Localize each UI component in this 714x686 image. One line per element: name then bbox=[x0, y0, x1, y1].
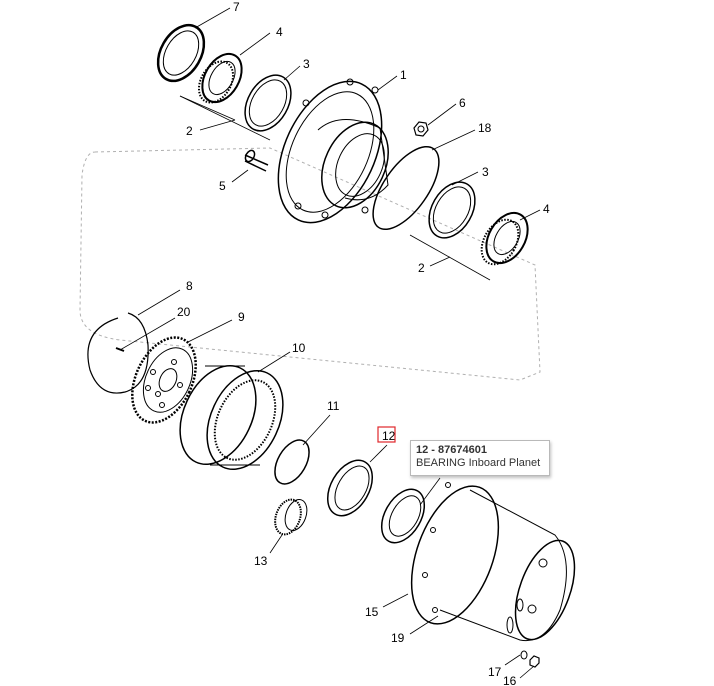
part-3-bearing-cup-lower[interactable] bbox=[420, 174, 485, 246]
part-18-o-ring[interactable] bbox=[360, 136, 451, 240]
callout-13[interactable]: 13 bbox=[254, 554, 268, 568]
callout-8[interactable]: 8 bbox=[186, 279, 193, 293]
callout-5[interactable]: 5 bbox=[219, 179, 226, 193]
callout-19[interactable]: 19 bbox=[391, 631, 405, 645]
callout-2[interactable]: 2 bbox=[186, 124, 193, 138]
part-4-bearing-cone-lower[interactable] bbox=[474, 206, 536, 271]
callout-15[interactable]: 15 bbox=[365, 605, 379, 619]
part-6-nut[interactable] bbox=[413, 121, 429, 137]
part-8-snap-ring[interactable] bbox=[87, 312, 149, 394]
callout-10[interactable]: 10 bbox=[292, 341, 306, 355]
tooltip-part-description: BEARING Inboard Planet bbox=[416, 457, 541, 469]
part-20-pin[interactable] bbox=[115, 347, 125, 352]
callout-3[interactable]: 3 bbox=[303, 57, 310, 71]
callout-labels: 7 4 3 1 2 6 18 3 5 4 2 8 20 9 10 11 12 1… bbox=[177, 0, 550, 686]
callout-11[interactable]: 11 bbox=[327, 399, 340, 413]
part-4-bearing-cone[interactable] bbox=[192, 47, 250, 109]
callout-16[interactable]: 16 bbox=[503, 674, 517, 686]
part-3-bearing-cup[interactable] bbox=[236, 67, 301, 139]
part-16-nut[interactable] bbox=[529, 655, 540, 668]
callout-17[interactable]: 17 bbox=[488, 665, 502, 679]
callout-7[interactable]: 7 bbox=[233, 0, 240, 14]
callout-12-highlight-box bbox=[377, 426, 396, 443]
callout-1[interactable]: 1 bbox=[400, 68, 407, 82]
part-9-gear[interactable] bbox=[120, 327, 209, 432]
part-12-bearing-inboard-planet[interactable] bbox=[319, 453, 382, 524]
part-tooltip: 12 - 87674601 BEARING Inboard Planet bbox=[410, 440, 550, 476]
callout-2-lower[interactable]: 2 bbox=[418, 261, 425, 275]
callout-9[interactable]: 9 bbox=[238, 310, 245, 324]
callout-20[interactable]: 20 bbox=[177, 305, 191, 319]
part-10-ring-gear[interactable] bbox=[165, 354, 298, 482]
part-1-hub[interactable] bbox=[258, 65, 403, 239]
part-15-carrier-housing[interactable] bbox=[395, 474, 587, 647]
part-11-retaining-ring[interactable] bbox=[268, 434, 316, 490]
part-15-washer[interactable] bbox=[373, 482, 433, 550]
callout-12[interactable]: 12 bbox=[382, 429, 396, 443]
part-5-stud[interactable] bbox=[244, 149, 269, 172]
leader-lines bbox=[119, 7, 541, 679]
subassembly-outline bbox=[79, 147, 541, 381]
part-13-planet-gear[interactable] bbox=[271, 496, 311, 538]
callout-3-lower[interactable]: 3 bbox=[482, 165, 489, 179]
callout-18[interactable]: 18 bbox=[478, 121, 492, 135]
tooltip-part-number: 12 - 87674601 bbox=[416, 444, 487, 456]
part-17-washer[interactable] bbox=[520, 650, 528, 660]
callout-6[interactable]: 6 bbox=[459, 96, 466, 110]
callout-4[interactable]: 4 bbox=[276, 25, 283, 39]
callout-4-lower[interactable]: 4 bbox=[543, 202, 550, 216]
